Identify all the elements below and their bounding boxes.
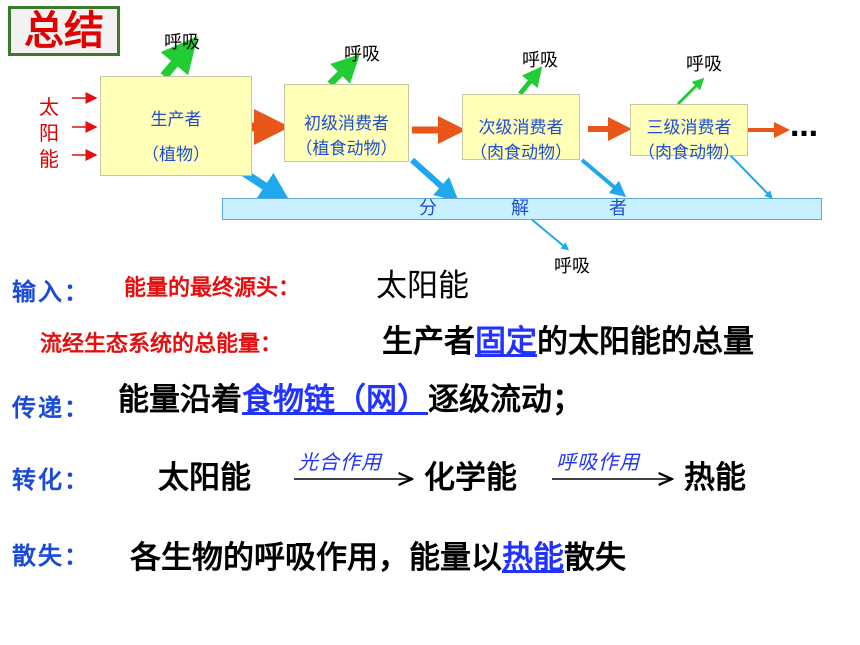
decomposer-char: 者 <box>609 198 627 219</box>
fixed-link[interactable]: 固定 <box>475 324 537 360</box>
producer-name: 生产者 <box>150 110 202 130</box>
resp-arrow-3 <box>518 66 543 96</box>
heat-energy: 热能 <box>684 460 746 496</box>
primary-consumer-box: 初级消费者 （植食动物） <box>284 84 409 162</box>
producer-box: 生产者 （植物） <box>100 76 252 176</box>
decomp-resp-arrow <box>529 217 570 251</box>
sun-char: 阳 <box>39 121 59 145</box>
respiration-label: 呼吸 <box>522 50 558 71</box>
loss-value: 各生物的呼吸作用，能量以热能散失 <box>130 532 626 577</box>
secondary-consumer-name: 次级消费者 <box>478 118 564 138</box>
transfer-value: 能量沿着食物链（网）逐级流动； <box>118 374 583 419</box>
primary-consumer-type: （植食动物） <box>295 139 398 159</box>
loss-label: 散失： <box>12 542 90 570</box>
sun-char: 能 <box>39 147 59 171</box>
producer-type: （植物） <box>142 145 210 165</box>
decomposer-bar: 分 解 者 <box>222 198 822 220</box>
slide-title: 总结 <box>8 6 120 56</box>
sun-label: 太 阳 能 <box>38 94 60 172</box>
photosynthesis-arrow <box>294 472 416 486</box>
respiration-process-label: 呼吸作用 <box>556 450 640 474</box>
photosynthesis-label: 光合作用 <box>298 450 382 474</box>
ultimate-source-label: 能量的最终源头： <box>124 276 301 301</box>
total-energy-value: 生产者固定的太阳能的总量 <box>382 316 754 361</box>
primary-consumer-name: 初级消费者 <box>304 114 389 134</box>
respiration-arrow <box>552 472 676 486</box>
resp-arrow-2 <box>327 54 360 87</box>
food-chain-link[interactable]: 食物链（网） <box>242 382 428 418</box>
ultimate-source-value: 太阳能 <box>376 268 469 304</box>
loss-post: 散失 <box>564 540 626 576</box>
loss-pre: 各生物的呼吸作用，能量以 <box>130 540 502 576</box>
tertiary-consumer-type: （肉食动物） <box>638 143 740 163</box>
decomposer-char: 解 <box>511 198 529 219</box>
secondary-consumer-box: 次级消费者 （肉食动物） <box>462 94 580 163</box>
total-energy-pre: 生产者 <box>382 324 475 360</box>
decomp-arrow-2 <box>409 157 459 203</box>
decomp-arrow-4 <box>729 154 773 199</box>
heat-energy-link[interactable]: 热能 <box>502 540 564 576</box>
input-label: 输入： <box>12 278 90 306</box>
chemical-energy: 化学能 <box>424 460 517 496</box>
resp-arrow-4 <box>676 77 705 106</box>
resp-arrow-1 <box>160 36 198 79</box>
respiration-label: 呼吸 <box>164 32 200 53</box>
total-energy-label: 流经生态系统的总能量： <box>40 332 283 357</box>
tertiary-consumer-name: 三级消费者 <box>646 118 732 138</box>
secondary-consumer-type: （肉食动物） <box>470 143 572 163</box>
tertiary-consumer-box: 三级消费者 （肉食动物） <box>630 104 748 163</box>
decomp-arrow-3 <box>580 158 627 198</box>
respiration-label: 呼吸 <box>686 54 722 75</box>
conversion-label: 转化： <box>12 466 90 494</box>
total-energy-post: 的太阳能的总量 <box>537 324 754 360</box>
sun-char: 太 <box>39 95 59 119</box>
respiration-label: 呼吸 <box>554 256 590 277</box>
decomposer-char: 分 <box>419 198 437 219</box>
flow-arrows <box>72 36 790 251</box>
solar-energy: 太阳能 <box>158 460 251 496</box>
chain-ellipsis: … <box>790 110 820 143</box>
respiration-label: 呼吸 <box>344 44 380 65</box>
transfer-post: 逐级流动； <box>428 382 583 418</box>
transfer-pre: 能量沿着 <box>118 382 242 418</box>
transfer-label: 传递： <box>12 394 90 422</box>
